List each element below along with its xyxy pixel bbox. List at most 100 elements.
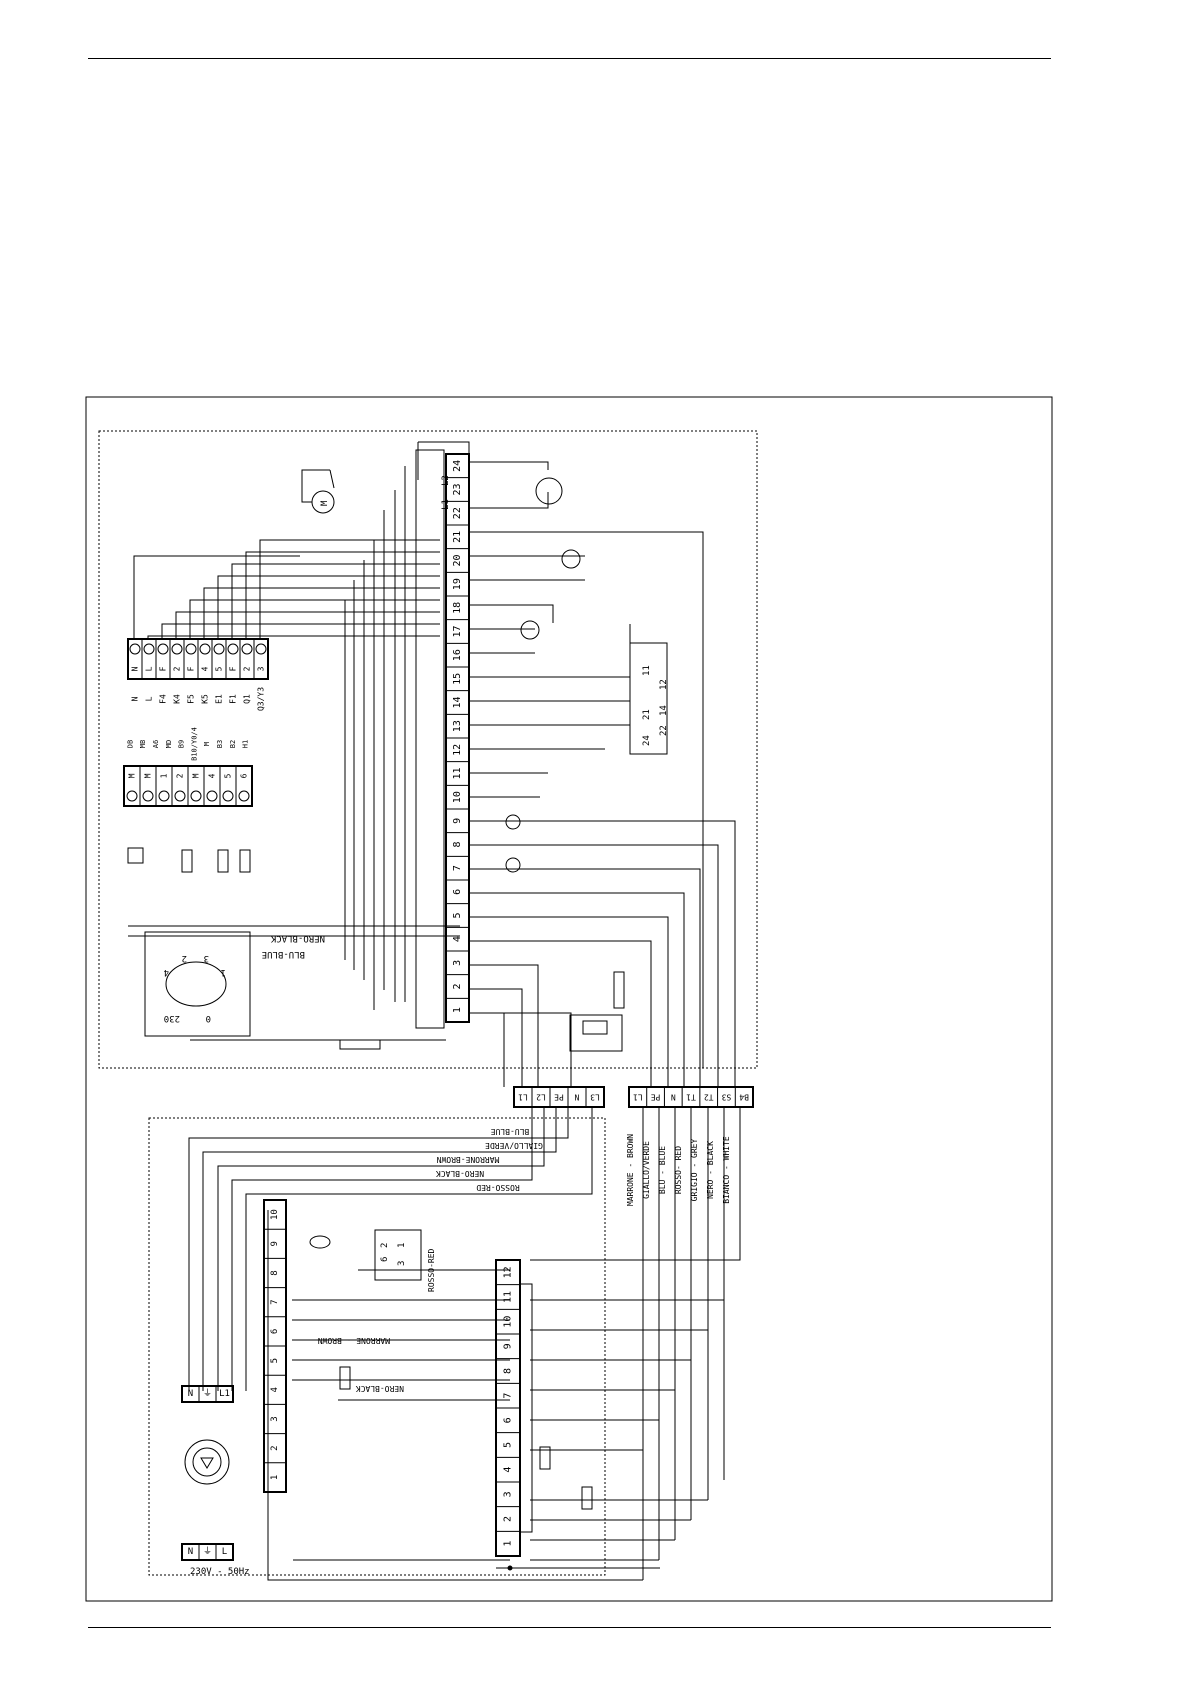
sensor-terminal-number: 6 bbox=[240, 773, 249, 778]
sensor-terminal-label: B9 bbox=[178, 740, 186, 748]
connector-terminal-L2: L2 bbox=[536, 1093, 546, 1102]
sensor-terminal-number: 4 bbox=[208, 773, 217, 778]
left-terminal-number: F bbox=[229, 666, 238, 671]
twelve-strip-terminal-10: 10 bbox=[503, 1316, 514, 1328]
connector-terminal-T2: T2 bbox=[704, 1093, 714, 1102]
left-terminal-label: L bbox=[145, 696, 154, 701]
switch-box bbox=[629, 642, 668, 755]
lower-right-wire-label: GRIGIO - GREY bbox=[690, 1139, 699, 1202]
main-terminal-18: 18 bbox=[452, 602, 463, 614]
main-terminal-13: 13 bbox=[452, 720, 463, 732]
sensor-terminal-number: 1 bbox=[160, 773, 169, 778]
valve-symbol-3 bbox=[581, 1486, 593, 1510]
main-terminal-1: 1 bbox=[452, 1007, 463, 1013]
transformer-0: 0 bbox=[206, 1013, 211, 1023]
lower-left-wire-label: BLU-BLUE bbox=[491, 1127, 530, 1136]
twelve-strip-terminal-2: 2 bbox=[503, 1516, 514, 1522]
sensor-terminal-label: H1 bbox=[242, 740, 250, 748]
left-terminal-number: 3 bbox=[257, 666, 266, 671]
lower-inner-labels: ROSSO-RED MARRONE - BROWN NERO-BLACK bbox=[318, 1248, 436, 1393]
twelve-strip-terminal-11: 11 bbox=[503, 1291, 514, 1303]
main-terminal-6: 6 bbox=[452, 889, 463, 895]
relay-label-l2: L2 bbox=[441, 475, 451, 486]
left-terminal-label: F1 bbox=[229, 694, 238, 704]
contact-11: 11 bbox=[642, 665, 652, 676]
supply-terminal: ⏚ bbox=[203, 1388, 212, 1399]
connector-terminal-N: N bbox=[671, 1093, 676, 1102]
supply-terminal: L1 bbox=[219, 1389, 230, 1399]
lower-right-wire-label: MARRONE - BROWN bbox=[626, 1134, 635, 1206]
left-terminal-label: Q3/Y3 bbox=[257, 687, 266, 711]
main-terminal-3: 3 bbox=[452, 960, 463, 966]
main-terminal-9: 9 bbox=[452, 818, 463, 824]
lower-components bbox=[184, 1229, 593, 1571]
lamp-symbol-1 bbox=[505, 814, 521, 830]
valve-symbol-2 bbox=[539, 1446, 551, 1470]
transformer-230: 230 bbox=[164, 1013, 180, 1023]
main-terminal-7: 7 bbox=[452, 865, 463, 871]
main-terminal-16: 16 bbox=[452, 649, 463, 661]
sensor-terminal-number: M bbox=[128, 773, 137, 778]
wire-label-blu-blue: BLU-BLUE bbox=[262, 949, 305, 959]
twelve-strip-terminal-7: 7 bbox=[503, 1393, 514, 1399]
main-terminal-15: 15 bbox=[452, 673, 463, 685]
connector-terminal-B4: B4 bbox=[739, 1093, 749, 1102]
lower-left-wire-label: NERO-BLACK bbox=[436, 1169, 484, 1178]
connector-terminal-L1: L1 bbox=[633, 1093, 643, 1102]
lower-left-wire-label: GIALLO/VERDE bbox=[485, 1141, 543, 1150]
transformer-box bbox=[144, 931, 251, 1037]
transformer-coil bbox=[165, 961, 227, 1007]
relay-label-l1: L1 bbox=[441, 499, 451, 510]
lower-right-wire-label: BIANCO - WHITE bbox=[722, 1136, 731, 1204]
relay-box-lower bbox=[374, 1229, 422, 1281]
relay-contact-labels: 2 6 1 3 bbox=[380, 1243, 407, 1266]
inner-label-nero: NERO-BLACK bbox=[356, 1384, 404, 1393]
main-terminal-4: 4 bbox=[452, 936, 463, 942]
lower-left-wire-label: MARRONE-BROWN bbox=[437, 1155, 500, 1164]
lower-left-wire-label: ROSSO-RED bbox=[476, 1183, 520, 1192]
twelve-strip-terminal-6: 6 bbox=[503, 1417, 514, 1423]
main-terminal-12: 12 bbox=[452, 744, 463, 756]
lower-wiring bbox=[188, 1107, 741, 1581]
sensor-terminal-label: B2 bbox=[229, 740, 237, 748]
twelve-strip-terminal-12: 12 bbox=[503, 1266, 514, 1278]
main-terminal-19: 19 bbox=[452, 578, 463, 590]
main-terminal-24: 24 bbox=[452, 460, 463, 472]
connector-terminal-N: N bbox=[574, 1093, 579, 1102]
twelve-strip-terminal-4: 4 bbox=[503, 1467, 514, 1473]
transformer-3: 3 bbox=[204, 953, 209, 963]
left-terminal-label: N bbox=[131, 696, 140, 701]
ten-strip-terminal-9: 9 bbox=[270, 1241, 280, 1246]
main-terminal-8: 8 bbox=[452, 841, 463, 847]
relay-box bbox=[569, 1014, 623, 1052]
sensor-terminal-label: MD bbox=[165, 740, 173, 748]
supply-plug-triangle bbox=[200, 1457, 214, 1469]
ten-strip-terminal-3: 3 bbox=[270, 1416, 280, 1421]
fan-symbol bbox=[309, 1235, 331, 1249]
upper-components bbox=[127, 469, 668, 1052]
twelve-strip-terminal-1: 1 bbox=[503, 1541, 514, 1547]
wire-label-nero-black: NERO-BLACK bbox=[270, 933, 325, 943]
ten-strip-terminal-8: 8 bbox=[270, 1270, 280, 1275]
fuse-symbol bbox=[339, 1039, 381, 1050]
connector-terminal-T1: T1 bbox=[686, 1093, 696, 1102]
lower-right-wire-label: GIALLO/VERDE bbox=[642, 1141, 651, 1199]
left-terminal-number: F bbox=[159, 666, 168, 671]
supply-terminal: N bbox=[188, 1389, 193, 1399]
left-terminal-number: 2 bbox=[243, 666, 252, 671]
sensor-terminal-label: B3 bbox=[216, 740, 224, 748]
connector-terminal-L3: L3 bbox=[590, 1093, 600, 1102]
left-terminal-label: E1 bbox=[215, 694, 224, 704]
sensor-terminal-number: M bbox=[192, 773, 201, 778]
ten-strip-terminal-7: 7 bbox=[270, 1299, 280, 1304]
lower-right-wire-label: BLU - BLUE bbox=[658, 1146, 667, 1194]
sensor-terminal-number: M bbox=[144, 773, 153, 778]
ten-strip-terminal-2: 2 bbox=[270, 1445, 280, 1450]
lower-dotted-boundary bbox=[148, 1117, 606, 1576]
